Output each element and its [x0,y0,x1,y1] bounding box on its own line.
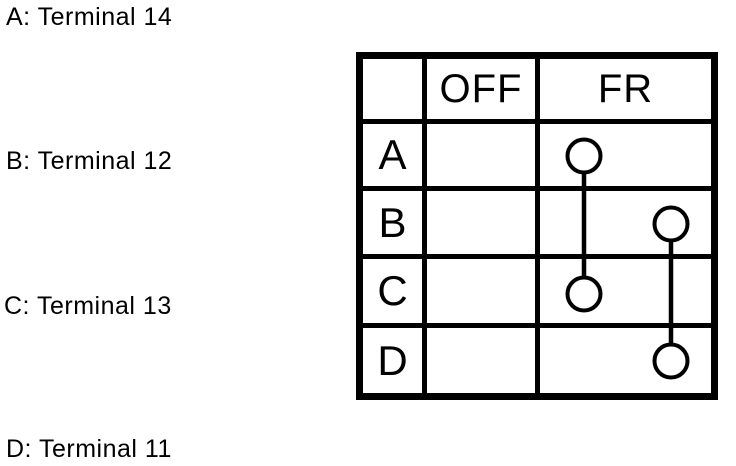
terminal-label-b: B: Terminal 12 [6,147,173,175]
cell-a-off [427,124,540,191]
connection-table: OFF FR A B C D [356,52,718,400]
row-header-d: D [363,328,427,393]
cell-d-fr [540,328,711,393]
cell-c-off [427,259,540,328]
table-corner-cell [363,59,427,124]
terminal-label-c: C: Terminal 13 [4,292,172,320]
column-header-fr: FR [540,59,711,124]
cell-b-off [427,191,540,259]
terminal-label-d: D: Terminal 11 [6,435,172,463]
column-header-off: OFF [427,59,540,124]
cell-c-fr [540,259,711,328]
row-header-b: B [363,191,427,259]
cell-b-fr [540,191,711,259]
row-header-a: A [363,124,427,191]
cell-d-off [427,328,540,393]
terminal-label-a: A: Terminal 14 [6,3,173,31]
row-header-c: C [363,259,427,328]
cell-a-fr [540,124,711,191]
